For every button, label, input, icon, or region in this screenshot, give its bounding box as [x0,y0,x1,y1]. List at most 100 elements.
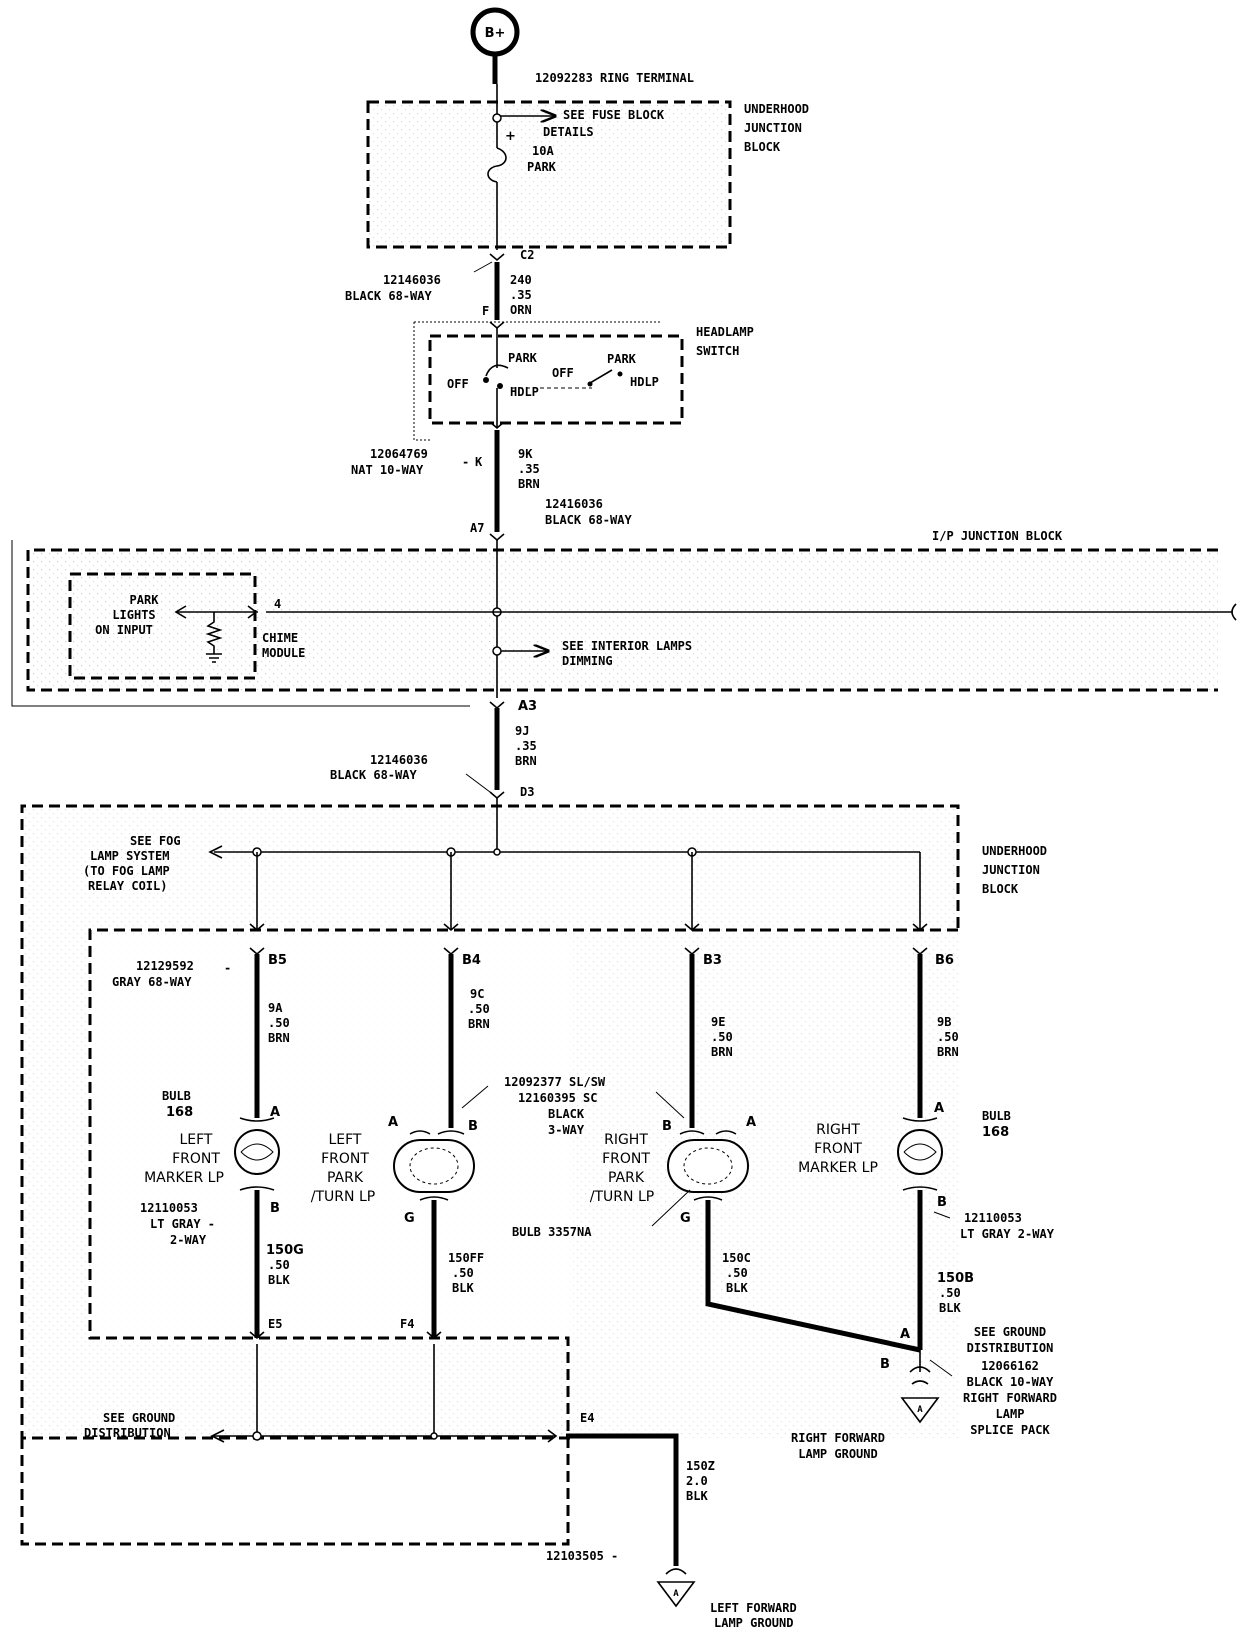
chime-pullup-resistor [205,612,223,663]
chime-pin: 4 [274,597,281,611]
switch-off-contact [483,377,489,383]
a7-desc: BLACK 68-WAY [545,513,632,527]
underhood-junction-block-2 [20,804,960,1546]
socket-part: 12092377 SL/SW [504,1075,606,1089]
underhood-fuse-block [366,100,732,249]
gray-conn-dash: - [224,961,231,975]
b5-pin: B5 [268,953,287,968]
wire-9j-gauge: .35 [515,739,537,753]
headlamp-in-connector [489,321,505,330]
splice-leader [929,1359,953,1377]
headlamp-switch-label-2: SWITCH [696,344,739,358]
wire-9k-color: BRN [518,477,540,491]
e5-pin: E5 [268,1317,282,1331]
w150b-gauge: .50 [939,1286,961,1300]
k-connector [489,421,505,430]
c2-pin: C2 [520,248,534,262]
left-marker-name-3: MARKER LP [144,1170,224,1186]
right-marker-pin-b: B [937,1195,947,1210]
right-marker-leader [933,1211,951,1219]
splice-part: 12066162 [981,1359,1039,1373]
splice-ref: SEE GROUND [974,1325,1046,1339]
switch2-pivot [587,381,593,387]
w150ff-gauge: .50 [452,1266,474,1280]
switch2-park-label: PARK [607,352,637,366]
d3-pin: D3 [520,785,534,799]
chime-pin-connector [247,605,258,619]
left-ground-label-2: LAMP GROUND [714,1616,793,1630]
ground-bus-splice [252,1431,262,1441]
underhood2-label-3: BLOCK [982,882,1019,896]
headlamp-pin-f: F [482,304,489,318]
fuse-polarity: + [505,129,516,144]
splice-name-2: LAMP [996,1407,1025,1421]
b5-wire-num: 9A [268,1001,283,1015]
chime-module [68,572,257,680]
switch-hdlp-label: HDLP [510,385,539,399]
left-marker-conn-a [239,1117,275,1122]
bus-splice-feed [493,848,501,856]
right-ground-label-2: LAMP GROUND [798,1447,877,1461]
battery-terminal: B+ [470,7,520,57]
right-park-name-3: PARK [608,1170,645,1186]
left-park-pin-b: B [468,1119,478,1134]
branch-b6 [912,947,928,1118]
right-park-name: RIGHT [604,1132,648,1148]
right-front-park-turn-lamp [667,1139,749,1193]
wire-240-gauge: .35 [510,288,532,302]
fuse-name: PARK [527,160,557,174]
left-front-marker-lamp [234,1129,280,1175]
svg-text:A: A [673,1589,679,1599]
k-desc: NAT 10-WAY [351,463,424,477]
wire-9j-num: 9J [515,724,529,738]
chime-input-1: PARK [130,593,160,607]
left-ground-label: LEFT FORWARD [710,1601,797,1615]
right-front-marker-lamp [897,1129,943,1175]
a7-part: 12416036 [545,497,603,511]
a7-pin: A7 [470,521,484,535]
f4-connector [426,1331,442,1340]
k-pin: K [475,455,483,469]
k-dash: - [462,455,469,469]
left-marker-bulb-num: 168 [166,1105,193,1120]
interior-ref: SEE INTERIOR LAMPS [562,639,692,653]
socket-ways: 3-WAY [548,1123,585,1137]
switch-off-label: OFF [447,377,469,391]
b6-wire-color: BRN [937,1045,959,1059]
left-park-name-2: FRONT [321,1151,369,1167]
interior-ref-2: DIMMING [562,654,613,668]
switch2-hdlp-label: HDLP [630,375,659,389]
splice-pin-b: B [880,1357,890,1372]
headlamp-switch [413,321,684,441]
wire-9k-gauge: .35 [518,462,540,476]
branch-b3 [684,947,700,1128]
switch-park-blade [485,364,509,377]
ip-splice-lower [492,646,502,656]
gray-conn-desc: GRAY 68-WAY [112,975,192,989]
underhood-label-2: JUNCTION [744,121,802,135]
w150ff-num: 150FF [448,1251,484,1265]
b3-wire-gauge: .50 [711,1030,733,1044]
c2-connector [489,253,505,262]
left-park-pin-g: G [404,1211,415,1226]
e4-connector [547,1429,558,1443]
b4-wire-gauge: .50 [468,1002,490,1016]
fog-arrow [208,845,223,859]
ip-junction-block-label: I/P JUNCTION BLOCK [932,529,1063,543]
e4-pin: E4 [580,1411,594,1425]
wire-240-color: ORN [510,303,532,317]
w150b-num: 150B [937,1271,974,1286]
b6-wire-num: 9B [937,1015,951,1029]
wire-9j-color: BRN [515,754,537,768]
right-marker-bulb: BULB [982,1109,1011,1123]
b3-wire-num: 9E [711,1015,725,1029]
w150z-gauge: 2.0 [686,1474,708,1488]
right-marker-conn-a [902,1117,938,1122]
k-part: 12064769 [370,447,428,461]
left-marker-conn-desc-2: 2-WAY [170,1233,207,1247]
w150c-gauge: .50 [726,1266,748,1280]
fuse-rating: 10A [532,144,554,158]
socket-color: BLACK [548,1107,585,1121]
f4-pin: F4 [400,1317,414,1331]
w150c-num: 150C [722,1251,751,1265]
